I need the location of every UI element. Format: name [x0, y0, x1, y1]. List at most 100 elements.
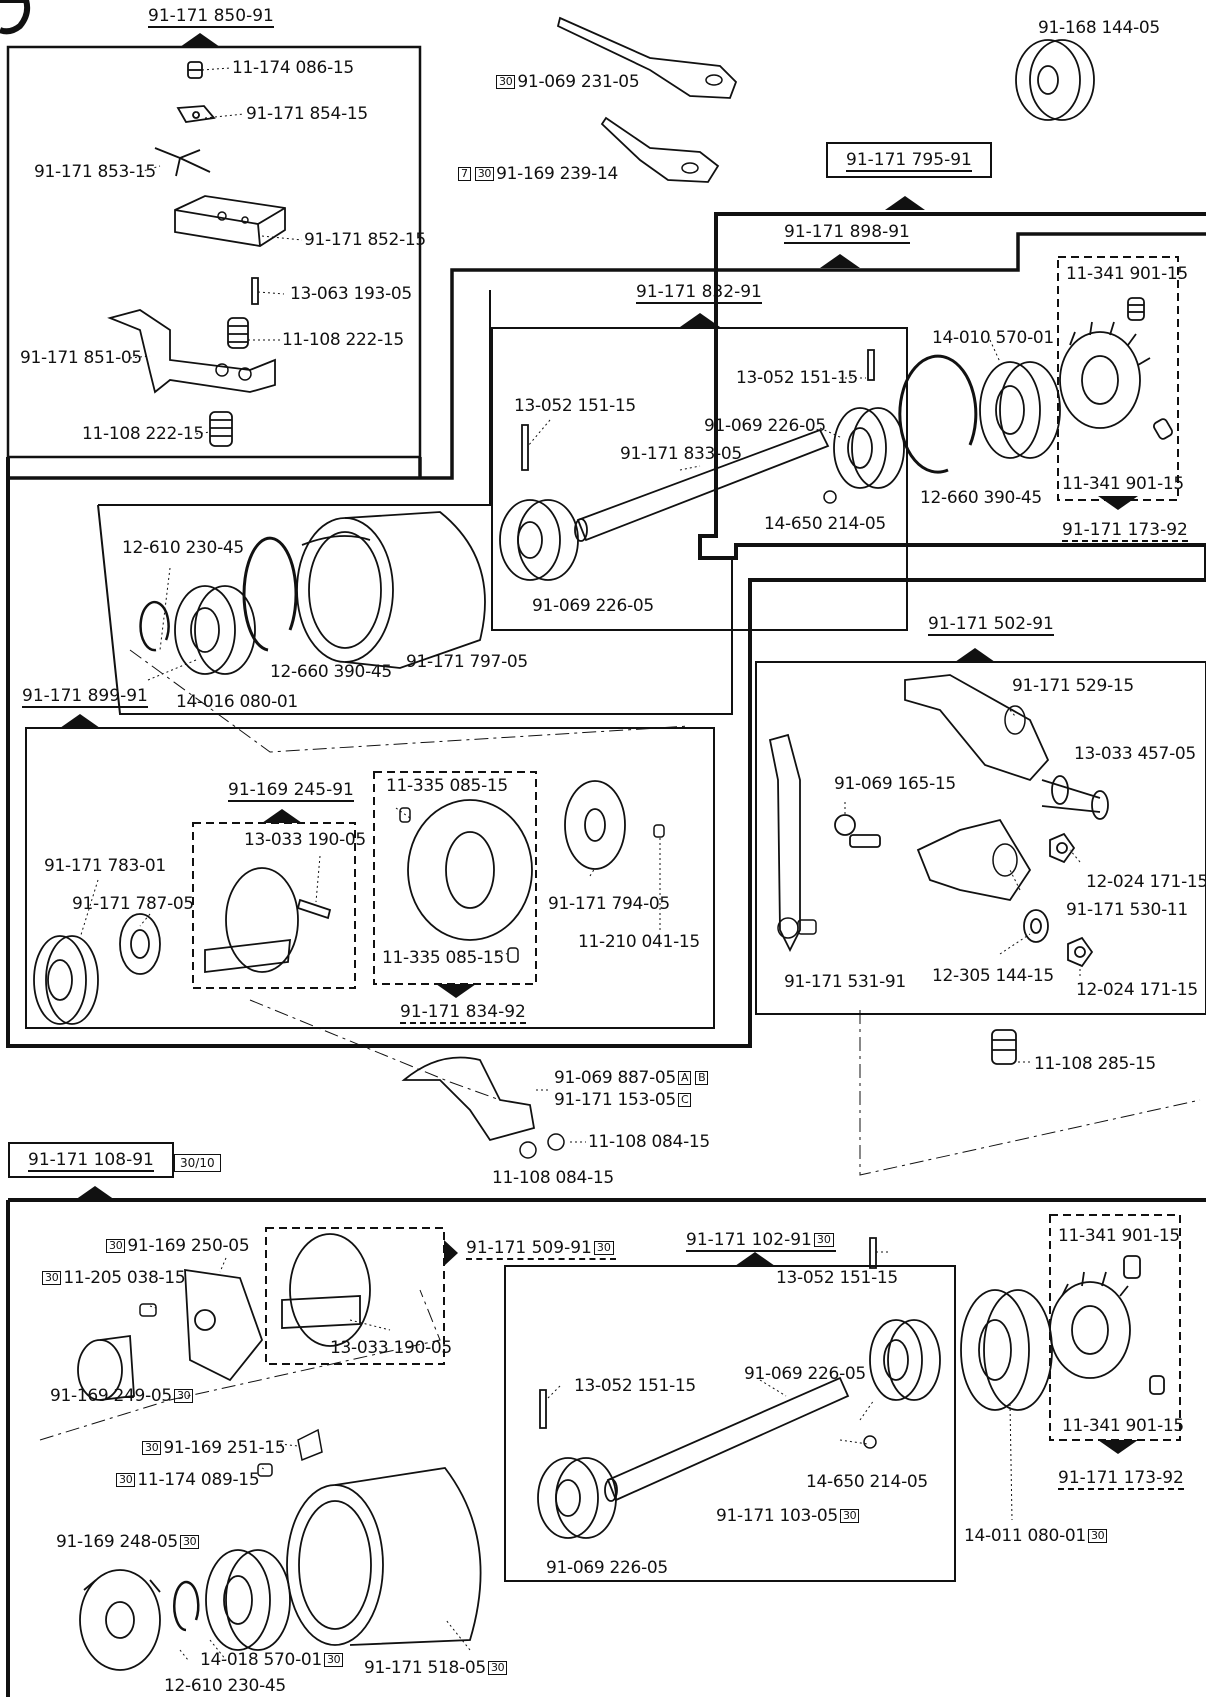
screw-part	[227, 317, 249, 349]
part-label: 13-052 151-15	[736, 368, 858, 388]
part-label: 11-341 901-15	[1062, 1416, 1184, 1436]
cam-part	[407, 799, 533, 941]
part-label: 13-052 151-15	[776, 1268, 898, 1288]
assembly-label: 91-171 899-91	[22, 686, 148, 708]
thread-guide-part	[401, 1056, 536, 1142]
part-label: 11-108 285-15	[1034, 1054, 1156, 1074]
part-label: 91-069 165-15	[834, 774, 956, 794]
retaining-ring-part	[242, 536, 298, 652]
tag-box: 30	[487, 1661, 508, 1675]
tag-box: 30	[142, 1441, 162, 1455]
tag-box: 30	[593, 1241, 614, 1255]
part-label: 91-171 797-05	[406, 652, 528, 672]
screw-part	[777, 917, 817, 939]
arrow-up	[735, 1252, 775, 1266]
part-label: 14-010 570-01	[932, 328, 1054, 348]
part-label: 91-171 851-05	[20, 348, 142, 368]
clip-part	[176, 105, 216, 123]
bracket-part	[107, 309, 276, 394]
tag-box: 30/10	[174, 1154, 221, 1172]
hook-part	[281, 1233, 371, 1347]
screw-part	[1123, 1255, 1141, 1279]
frame-bottom-main	[6, 1198, 1206, 1697]
nut-part	[1049, 832, 1076, 864]
part-label: 91-171 783-01	[44, 856, 166, 876]
assembly-label: 91-171 898-91	[784, 222, 910, 244]
part-label: 91-171 833-05	[620, 444, 742, 464]
assembly-label: 91-171 834-92	[400, 1002, 526, 1024]
bracket-part	[904, 674, 1050, 782]
tag-box: 30	[106, 1239, 126, 1253]
part-label: 11-108 084-15	[588, 1132, 710, 1152]
bearing-part	[979, 361, 1061, 459]
assembly-label: 91-171 832-91	[636, 282, 762, 304]
part-label: 13-033 190-05	[244, 830, 366, 850]
assembly-label: 91-171 850-91	[148, 6, 274, 28]
tag-box: 30	[474, 167, 495, 181]
frame-509-dashed	[265, 1227, 445, 1365]
screw-part	[1127, 297, 1145, 321]
flange-part	[564, 780, 626, 870]
pin-part	[867, 349, 875, 381]
pin-part	[1041, 775, 1109, 820]
part-label: 91-171 787-05	[72, 894, 194, 914]
part-label: 11-341 901-15	[1058, 1226, 1180, 1246]
part-label: 91-069 226-05	[744, 1364, 866, 1384]
tag-box: 30	[496, 75, 516, 89]
tag-box: 30	[839, 1509, 860, 1523]
part-label: 11-341 901-15	[1062, 474, 1184, 494]
tag-box: B	[695, 1071, 709, 1085]
plate-part	[184, 1268, 264, 1382]
arrow-down	[436, 984, 476, 998]
bracket-part	[916, 818, 1032, 902]
part-label: 12-610 230-45	[122, 538, 244, 558]
housing-part	[296, 511, 486, 669]
bushing-part	[869, 1319, 941, 1401]
arrow-up	[75, 1186, 115, 1200]
bearing-part	[174, 585, 256, 675]
pin-part	[521, 424, 529, 471]
link-lever-part	[600, 116, 720, 183]
part-label: 14-650 214-05	[764, 514, 886, 534]
tag-box: 30	[1087, 1529, 1108, 1543]
assembly-label-boxed: 91-171 795-91	[826, 142, 992, 178]
part-label: 91-171 531-91	[784, 972, 906, 992]
bushing-part	[499, 499, 579, 581]
rotary-hook-part	[79, 1569, 161, 1671]
part-label: 11-335 085-15	[382, 948, 504, 968]
retaining-ring-part	[173, 1580, 200, 1632]
assembly-label-boxed: 91-171 108-91	[8, 1142, 174, 1178]
shaft-part	[574, 428, 830, 542]
spring-part	[154, 147, 211, 177]
assembly-label: 91-171 173-92	[1058, 1468, 1184, 1490]
bearing-part	[960, 1289, 1053, 1411]
tag-box: C	[677, 1093, 692, 1107]
frame-housing-lower	[97, 504, 733, 715]
arrow-up	[955, 648, 995, 662]
part-label: 11-210 041-15	[578, 932, 700, 952]
pin-part	[869, 1237, 877, 1269]
bobbin-part	[1015, 39, 1095, 121]
screw-part	[139, 1303, 157, 1317]
link-lever-part	[556, 16, 738, 99]
plate-part	[297, 1428, 323, 1462]
bushing-part	[833, 407, 905, 489]
frame-shaft-832	[491, 327, 908, 631]
screw-part	[187, 61, 203, 79]
arrow-down	[1098, 1440, 1138, 1454]
screw-part	[991, 1029, 1017, 1065]
frame-shaft-assembly-outer	[6, 212, 1206, 1048]
gear-part	[1059, 321, 1151, 429]
part-label: 13-052 151-15	[574, 1376, 696, 1396]
screw-part	[653, 824, 665, 838]
